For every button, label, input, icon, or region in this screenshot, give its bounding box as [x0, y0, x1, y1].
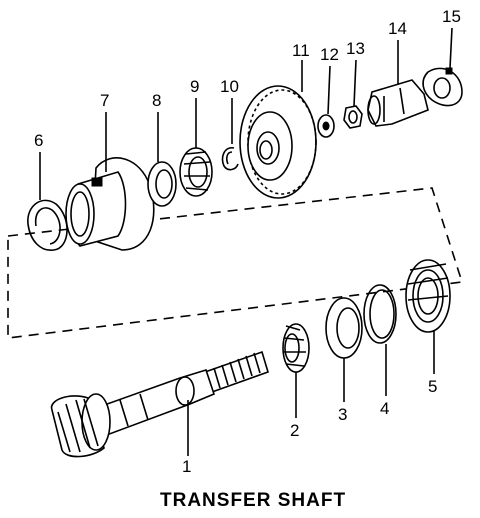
callout-5: 5: [428, 377, 437, 396]
callout-14: 14: [388, 19, 407, 38]
callout-4: 4: [380, 399, 389, 418]
part-11-transfer-gear: [239, 85, 317, 199]
callout-leaders: [39, 27, 453, 456]
callout-15: 15: [442, 7, 461, 26]
callout-7: 7: [100, 91, 109, 110]
callout-10: 10: [220, 77, 239, 96]
part-5-retainer: [405, 259, 451, 333]
callout-12: 12: [320, 45, 339, 64]
callout-9: 9: [190, 77, 199, 96]
callout-3: 3: [338, 405, 347, 424]
part-6-snap-ring: [27, 199, 68, 251]
part-1-transfer-shaft: [50, 350, 269, 458]
part-3-bearing-cup: [325, 297, 363, 359]
part-8-bearing-cup: [147, 161, 177, 207]
diagram-caption: TRANSFER SHAFT: [160, 490, 346, 511]
callout-2: 2: [290, 421, 299, 440]
callout-11: 11: [292, 41, 310, 60]
part-12-washer: [317, 114, 335, 138]
part-14-lock: [367, 79, 429, 127]
callout-8: 8: [152, 91, 161, 110]
part-4-shim: [363, 284, 397, 344]
part-9-tapered-bearing: [179, 147, 213, 197]
callout-13: 13: [346, 39, 365, 58]
part-13-nut: [343, 105, 363, 129]
part-10-snap-ring: [221, 147, 239, 171]
part-15-clip: [422, 67, 463, 107]
part-7-housing: [65, 157, 155, 251]
callout-numbers: 1 2 3 4 5 6 7 8 9 10 11 12 13 14 15: [34, 7, 461, 476]
callout-1: 1: [182, 457, 191, 476]
callout-6: 6: [34, 131, 43, 150]
part-2-tapered-bearing: [282, 323, 310, 373]
